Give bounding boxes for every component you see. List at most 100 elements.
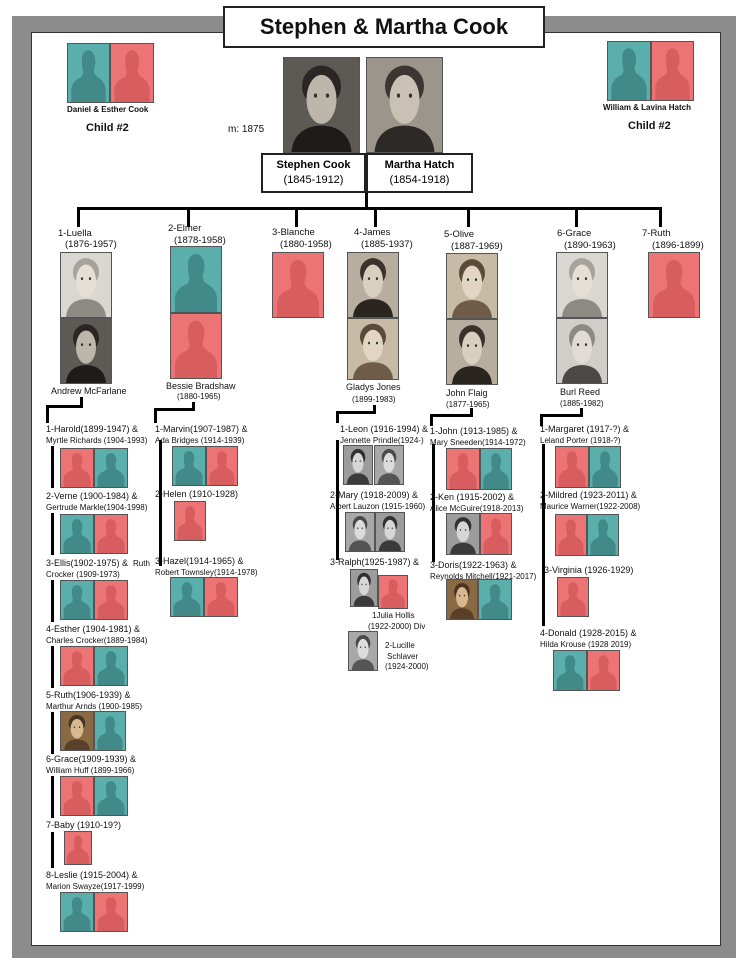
grandchild-name: 6-Grace(1909-1939) &	[46, 754, 137, 764]
connector-line	[432, 444, 435, 562]
father-name: Stephen Cook	[276, 159, 351, 171]
connector-line	[374, 207, 377, 227]
silhouette-male	[478, 579, 512, 620]
grandparents-right-child-label: Child #2	[628, 120, 671, 132]
silhouette-female	[60, 646, 94, 686]
grandchild-name: 1-Margaret (1917-?) &	[540, 424, 630, 434]
connector-line	[336, 411, 339, 423]
grandchild-spouse: Charles Crocker(1889-1984)	[46, 636, 148, 645]
child-years: (1878-1958)	[174, 235, 226, 246]
connector-line	[77, 207, 662, 210]
silhouette-female	[94, 580, 128, 620]
connector-line	[430, 414, 473, 417]
grandchild-name: 2-Helen (1910-1928)	[155, 489, 239, 499]
grandchild-name: 4-Donald (1928-2015) &	[540, 628, 637, 638]
spouse-name: Gladys Jones	[346, 382, 401, 392]
connector-line	[336, 411, 376, 414]
connector-line	[51, 446, 54, 488]
connector-line	[295, 207, 298, 227]
portrait-andrew-mcfarlane	[60, 318, 112, 384]
connector-line	[373, 405, 376, 413]
grandchild-spouse: Jennette Prindle(1924-)	[340, 436, 424, 445]
grandchild-name: 2-Mildred (1923-2011) &	[540, 490, 637, 500]
connector-line	[192, 402, 195, 410]
grandchild-spouse: Alice McGuire(1918-2013)	[430, 504, 524, 513]
portrait-martha-hatch	[366, 57, 443, 153]
grandchild-spouse: Leland Porter (1918-?)	[540, 436, 621, 445]
grandchild-spouse: Robert Townsley(1914-1978)	[155, 568, 258, 577]
portrait-doris	[446, 579, 478, 620]
spouse-years: (1899-1983)	[352, 395, 396, 404]
grandchild-spouse: Crocker (1909-1973)	[46, 570, 120, 579]
child-name: 7-Ruth	[642, 228, 671, 239]
silhouette-male	[480, 448, 512, 490]
father-name-box: Stephen Cook (1845-1912)	[261, 153, 366, 193]
connector-line	[51, 776, 54, 818]
silhouette-male	[60, 514, 94, 554]
grandchild-spouse: Myrtle Richards (1904-1993)	[46, 436, 148, 445]
grandchild-name: 3-Ralph(1925-1987) &	[330, 557, 420, 567]
portrait-olive	[446, 253, 498, 319]
grandchild-spouse: William Huff (1899-1966)	[46, 766, 135, 775]
grandchild-name: 3-Virginia (1926-1929)	[544, 565, 634, 575]
child-name: 5-Olive	[444, 229, 475, 240]
spouse-years: (1880-1965)	[177, 392, 221, 401]
connector-line	[430, 414, 433, 426]
silhouette-male	[553, 650, 587, 691]
silhouette-male	[172, 446, 206, 486]
portrait-stephen-cook	[283, 57, 360, 153]
silhouette-female	[206, 446, 238, 486]
silhouette-female	[60, 448, 94, 488]
connector-line	[80, 397, 83, 406]
grandchild-name: 3-Ellis(1902-1975) &	[46, 558, 129, 568]
ralph-spouse-2: 2-Lucille	[385, 641, 415, 650]
connector-line	[154, 408, 195, 411]
ralph-spouse-2-surname: Schlaver	[387, 652, 419, 661]
grandchild-name: 1-John (1913-1985) &	[430, 426, 518, 436]
silhouette-female	[651, 41, 694, 101]
ralph-spouse-2-years: (1924-2000)	[385, 662, 429, 671]
ralph-spouse-1: 1Julia Hollis	[372, 611, 415, 620]
spouse-years: (1877-1965)	[446, 400, 490, 409]
portrait-ruth	[60, 711, 94, 751]
connector-line	[659, 207, 662, 227]
grandchild-name: 8-Leslie (1915-2004) &	[46, 870, 138, 880]
silhouette-male	[589, 446, 621, 488]
grandchild-spouse: Maurice Warner(1922-2008)	[540, 502, 641, 511]
connector-line	[154, 408, 157, 423]
silhouette-female	[446, 448, 480, 490]
portrait-john-flaig	[446, 319, 498, 385]
portrait-lucille-schlaver	[348, 631, 378, 671]
grandchild-spouse: Ada Bridges (1914-1939)	[155, 436, 245, 445]
silhouette-female	[94, 892, 128, 932]
connector-line	[51, 646, 54, 688]
grandchild-name: 2-Verne (1900-1984) &	[46, 491, 138, 501]
silhouette-male	[587, 514, 619, 556]
silhouette-male	[607, 41, 651, 101]
father-years: (1845-1912)	[283, 174, 344, 186]
mother-years: (1854-1918)	[389, 174, 450, 186]
portrait-luella	[60, 252, 112, 318]
silhouette-male	[94, 776, 128, 816]
portrait-jennette-prindle	[374, 445, 404, 485]
mother-name: Martha Hatch	[384, 159, 455, 171]
child-years: (1876-1957)	[65, 239, 117, 250]
child-name: 6-Grace	[557, 228, 592, 239]
silhouette-female	[174, 501, 206, 541]
connector-line	[470, 408, 473, 416]
silhouette-female	[557, 577, 589, 617]
spouse-name: Andrew McFarlane	[51, 386, 127, 396]
ralph-spouse-1-years: (1922-2000) Div	[368, 622, 426, 631]
silhouette-male	[60, 580, 94, 620]
portrait-gladys-jones	[347, 318, 399, 380]
silhouette-female	[272, 252, 324, 318]
spouse-name: Bessie Bradshaw	[166, 381, 236, 391]
portrait-albert-lauzon	[375, 512, 405, 552]
grandchild-spouse: Hilda Krouse (1928 2019)	[540, 640, 632, 649]
grandchild-name: 2-Mary (1918-2009) &	[330, 490, 419, 500]
silhouette-female	[94, 514, 128, 554]
connector-line	[159, 440, 162, 566]
silhouette-male	[67, 43, 110, 103]
child-years: (1885-1937)	[361, 239, 413, 250]
portrait-mary	[345, 512, 375, 552]
